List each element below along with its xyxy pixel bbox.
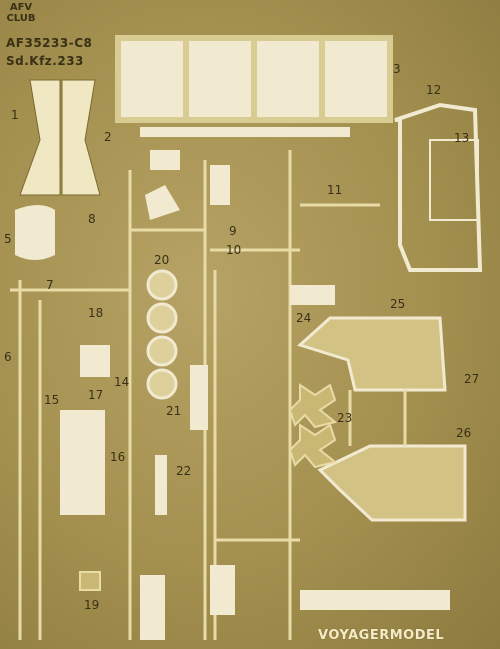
part-number-24: 24 bbox=[296, 311, 312, 325]
bracket-12-13 bbox=[394, 102, 483, 272]
hatch-panel-2 bbox=[19, 79, 101, 196]
mounting-plates-23 bbox=[79, 383, 338, 591]
window-frames bbox=[115, 35, 393, 123]
part-number-10: 10 bbox=[226, 243, 242, 257]
afv-club-logo: AFV CLUB bbox=[6, 2, 36, 24]
fender-part-25-26 bbox=[297, 316, 467, 522]
part-number-13: 13 bbox=[454, 131, 470, 145]
part-number-23: 23 bbox=[337, 411, 353, 425]
part-number-20: 20 bbox=[154, 253, 170, 267]
part-number-14: 14 bbox=[114, 375, 130, 389]
small-parts bbox=[15, 127, 450, 640]
part-number-15: 15 bbox=[44, 393, 60, 407]
part-number-18: 18 bbox=[88, 306, 104, 320]
part-number-21: 21 bbox=[166, 404, 182, 418]
voyager-model-logo: VOYAGERMODEL bbox=[318, 628, 445, 643]
part-number-27: 27 bbox=[464, 372, 480, 386]
part-number-22: 22 bbox=[176, 464, 192, 478]
part-number-8: 8 bbox=[88, 212, 96, 226]
part-number-1: 1 bbox=[11, 108, 19, 122]
part-number-26: 26 bbox=[456, 426, 472, 440]
grille-20-21 bbox=[146, 269, 178, 400]
part-number-9: 9 bbox=[229, 224, 237, 238]
fret-frame-runners bbox=[10, 150, 380, 640]
part-number-5: 5 bbox=[4, 232, 12, 246]
part-number-19: 19 bbox=[84, 598, 100, 612]
part-number-12: 12 bbox=[426, 83, 442, 97]
part-number-17: 17 bbox=[88, 388, 104, 402]
part-number-6: 6 bbox=[4, 350, 12, 364]
part-number-7: 7 bbox=[46, 278, 54, 292]
vehicle-name: Sd.Kfz.233 bbox=[6, 54, 84, 68]
part-number-2: 2 bbox=[104, 130, 112, 144]
product-code: AF35233-C8 bbox=[6, 36, 93, 50]
part-number-11: 11 bbox=[327, 183, 343, 197]
part-number-25: 25 bbox=[390, 297, 406, 311]
part-number-16: 16 bbox=[110, 450, 126, 464]
part-number-3: 3 bbox=[393, 62, 401, 76]
